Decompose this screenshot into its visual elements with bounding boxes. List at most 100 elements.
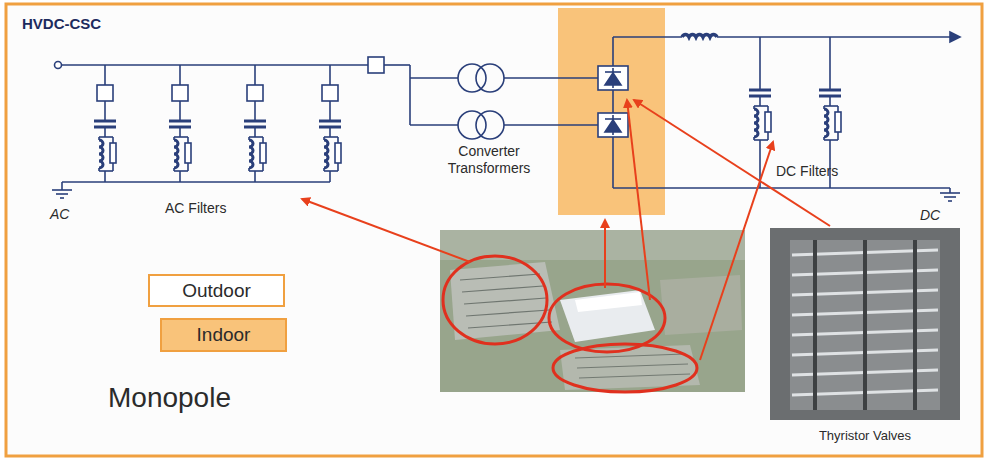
dc-side [940, 192, 960, 194]
aerial-photo [560, 290, 655, 342]
ac-filter [94, 121, 116, 182]
thyristor-valve-photo [770, 228, 960, 420]
ac-side [384, 64, 410, 66]
aerial-photo [466, 310, 549, 316]
ac-side [410, 77, 458, 79]
aerial-photo [660, 275, 742, 335]
ac-filter [104, 101, 106, 121]
dc-side [759, 37, 761, 90]
ac-filter [172, 85, 188, 101]
dc-side [944, 196, 956, 198]
pointer-arrow [302, 199, 470, 262]
ac-filter [169, 121, 191, 182]
aerial-photo [464, 298, 546, 304]
thyristor-valve-photo [815, 240, 915, 410]
ac-side [410, 124, 458, 126]
dc-side [613, 32, 960, 201]
ac-filter [97, 85, 113, 101]
pointer-arrow [627, 100, 650, 300]
pointer-arrow [700, 142, 773, 360]
ac-filter [319, 121, 341, 182]
converter-transformer [458, 64, 486, 92]
dc-side [948, 200, 952, 202]
thyristor-valve [598, 66, 628, 137]
ac-side [62, 64, 368, 66]
ac-filter [254, 101, 256, 121]
aerial-photo [450, 262, 560, 340]
ac-filter [104, 65, 106, 85]
panel-frame [6, 4, 982, 456]
converter-transformer [476, 111, 504, 139]
converter-transformer [458, 111, 486, 139]
ac-filter [244, 121, 266, 182]
thyristor-valve [598, 66, 628, 90]
ac-side [60, 197, 64, 199]
ac-side [55, 62, 62, 69]
side-label: DC [920, 207, 940, 224]
ac-filter [179, 65, 181, 85]
dc-side [612, 137, 614, 188]
ac-filter [179, 101, 181, 121]
dc-side [749, 90, 771, 151]
converter-transformer [504, 77, 598, 79]
photo-caption: Thyristor Valves [770, 428, 960, 444]
converter-transformer [476, 64, 504, 92]
ac-filter [329, 101, 331, 121]
thyristor-valve [598, 113, 628, 137]
pointer-arrow [604, 220, 606, 288]
aerial-photo [440, 230, 745, 392]
side-label: AC [50, 206, 69, 223]
ac-side [52, 57, 458, 198]
aerial-photo [579, 374, 690, 378]
legend-text: Outdoor [182, 280, 251, 302]
configuration-label: Monopole [108, 381, 231, 415]
ac-filter [322, 85, 338, 101]
dc-side [829, 37, 831, 90]
aerial-photo [462, 286, 543, 292]
ac-side [52, 189, 72, 191]
part-label: DC Filters [776, 163, 838, 180]
aerial-photo [553, 344, 697, 392]
ac-side [62, 181, 330, 183]
aerial-photo [575, 292, 642, 312]
thyristor-valve-photo [813, 240, 817, 410]
dc-side [950, 32, 960, 42]
thyristor-valve [605, 73, 621, 85]
ac-filter [94, 65, 341, 182]
diagram-title: HVDC-CSC [22, 15, 101, 33]
ac-side [368, 57, 384, 73]
aerial-photo [460, 274, 552, 328]
dc-side [613, 187, 950, 189]
aerial-photo [443, 256, 547, 344]
legend-swatch: Indoor [160, 318, 287, 352]
dc-side [613, 36, 682, 38]
dc-side [819, 90, 841, 151]
dc-side [682, 34, 717, 37]
thyristor-valve-photo [863, 240, 867, 410]
aerial-photo [440, 230, 745, 392]
part-label: AC Filters [165, 200, 226, 217]
pointer-arrow [302, 100, 830, 360]
aerial-photo [575, 354, 685, 358]
legend-text: Indoor [197, 324, 251, 346]
thyristor-valve-photo [790, 240, 940, 410]
dc-side [717, 36, 952, 38]
aerial-photo [577, 364, 688, 368]
part-label: Converter Transformers [425, 143, 553, 177]
converter-transformer [504, 124, 598, 126]
ac-filter [254, 65, 256, 85]
thyristor-valve [605, 120, 621, 132]
ac-filter [247, 85, 263, 101]
aerial-photo [549, 284, 665, 352]
thyristor-valve-photo [913, 240, 917, 410]
dc-side [612, 37, 614, 66]
aerial-photo [575, 354, 690, 378]
indoor-band [558, 8, 665, 215]
legend-swatch: Outdoor [148, 274, 285, 307]
aerial-photo [460, 274, 540, 280]
ac-filter [329, 65, 331, 85]
ac-side [61, 182, 63, 190]
ac-side [409, 65, 411, 125]
dc-side [612, 90, 614, 113]
converter-transformer [458, 64, 598, 139]
